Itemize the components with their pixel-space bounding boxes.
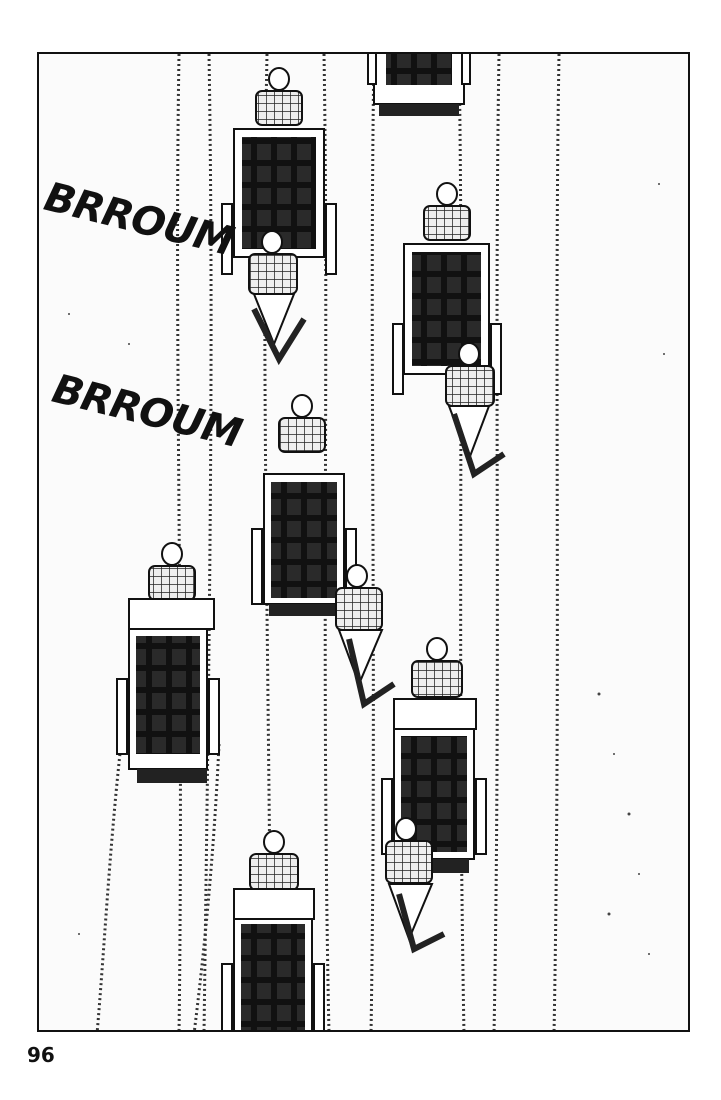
chariot-5 bbox=[381, 637, 487, 954]
chariot-2 bbox=[392, 182, 506, 479]
ground-speckles bbox=[68, 183, 665, 955]
chariot-4 bbox=[116, 542, 220, 783]
chariot-1 bbox=[221, 67, 337, 366]
chariot-top bbox=[367, 54, 471, 116]
page-number: 96 bbox=[27, 1043, 55, 1067]
chariot-race-illustration bbox=[68, 54, 665, 1030]
chariot-3 bbox=[251, 394, 396, 709]
chariot-6 bbox=[221, 830, 325, 1030]
comic-panel: BRROUM BRROUM bbox=[37, 52, 690, 1032]
